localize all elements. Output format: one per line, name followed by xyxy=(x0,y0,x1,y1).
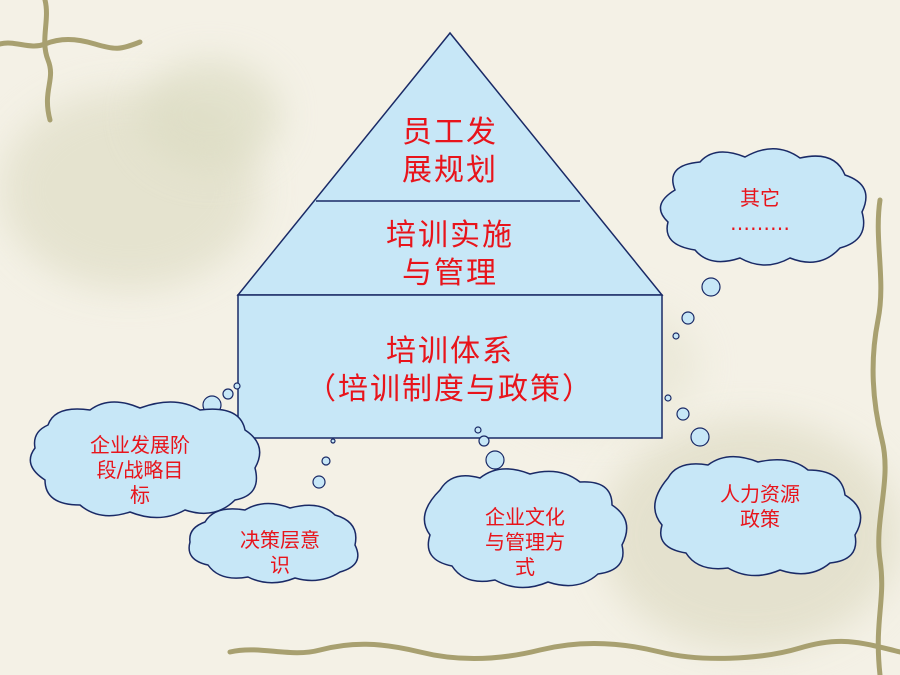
background-flower xyxy=(140,60,280,170)
cloud-decision-line2: 识 xyxy=(270,553,290,577)
pyramid-base-line2: （培训制度与政策） xyxy=(306,371,594,407)
pyramid-base-line1: 培训体系 xyxy=(386,334,514,369)
cloud-other-line1: 其它 xyxy=(740,186,780,210)
pyramid-base-label: 培训体系 （培训制度与政策） xyxy=(260,333,640,408)
cloud-other-label: 其它 ……… xyxy=(700,186,820,236)
cloud-strategy-label: 企业发展阶 段/战略目 标 xyxy=(60,433,220,508)
cloud-culture-line1: 企业文化 xyxy=(485,505,565,529)
pyramid xyxy=(236,31,664,439)
cloud-other-line2: ……… xyxy=(730,211,790,235)
cloud-hr-line2: 政策 xyxy=(740,507,780,531)
cloud-strategy-line1: 企业发展阶 xyxy=(90,433,190,457)
pyramid-base xyxy=(237,294,663,439)
pyramid-top-line1: 员工发 xyxy=(402,115,498,150)
cloud-other xyxy=(659,148,867,266)
pyramid-top-line2: 展规划 xyxy=(402,152,498,188)
cloud-culture-line3: 式 xyxy=(515,555,535,579)
cloud-hr-line1: 人力资源 xyxy=(720,482,800,506)
cloud-decision-label: 决策层意 识 xyxy=(215,528,345,578)
cloud-hr xyxy=(654,456,862,577)
cloud-strategy xyxy=(29,401,261,519)
cloud-strategy-line2: 段/战略目 xyxy=(96,458,184,482)
cloud-culture-label: 企业文化 与管理方 式 xyxy=(450,505,600,580)
pyramid-top-label: 员工发 展规划 xyxy=(360,114,540,189)
cloud-culture xyxy=(423,468,628,589)
cloud-strategy-line3: 标 xyxy=(130,483,150,507)
pyramid-middle-line2: 与管理 xyxy=(402,255,498,291)
pyramid-middle-line1: 培训实施 xyxy=(386,218,514,253)
cloud-culture-line2: 与管理方 xyxy=(485,530,565,554)
cloud-decision xyxy=(188,502,359,584)
cloud-decision-line1: 决策层意 xyxy=(240,528,320,552)
cloud-hr-label: 人力资源 政策 xyxy=(690,482,830,532)
pyramid-middle-label: 培训实施 与管理 xyxy=(340,217,560,292)
